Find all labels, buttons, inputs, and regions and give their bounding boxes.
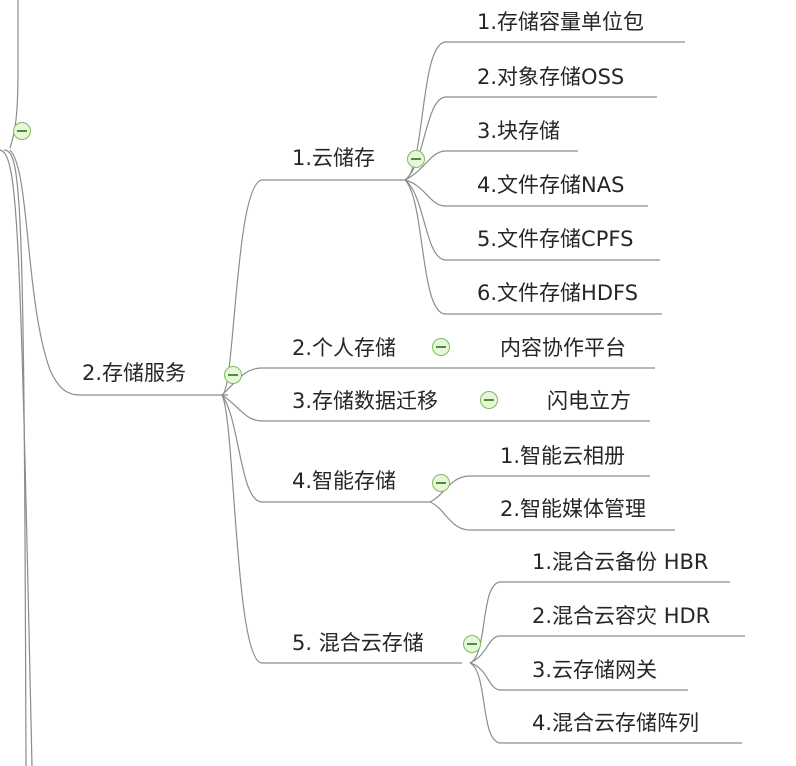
branch-3-label[interactable]: 3.存储数据迁移 [292,389,439,413]
collapse-toggle-branch-1[interactable] [407,150,425,168]
trunk-line-top [9,0,19,149]
leaf-node[interactable]: 5.文件存储CPFS [477,227,634,251]
b1-child-2 [404,96,657,181]
trunk-line-2 [0,149,33,766]
trunk-line-1 [3,149,27,766]
leaf-node[interactable]: 2.智能媒体管理 [500,497,647,521]
b1-child-1 [404,41,685,181]
collapse-toggle-root[interactable] [224,366,242,384]
b5-child-1 [469,581,730,664]
collapse-toggle-branch-2[interactable] [432,338,450,356]
b1-child-6 [404,179,662,315]
collapse-toggle-branch-5[interactable] [463,635,481,653]
collapse-toggle-parent[interactable] [13,122,31,140]
b5-child-4 [469,662,742,744]
root-to-branch-4 [221,394,430,503]
root-node-label[interactable]: 2.存储服务 [82,361,187,385]
branch-1-label[interactable]: 1.云储存 [292,146,376,170]
branch-4-label[interactable]: 4.智能存储 [292,469,397,493]
branch-5-label[interactable]: 5. 混合云存储 [292,631,424,655]
branch-2-label[interactable]: 2.个人存储 [292,336,397,360]
b4-child-1 [429,475,650,503]
root-to-branch-1 [221,179,405,396]
collapse-toggle-branch-4[interactable] [432,474,450,492]
leaf-node[interactable]: 内容协作平台 [500,336,626,360]
b1-child-3 [404,150,578,181]
b4-child-2 [429,501,675,531]
leaf-node[interactable]: 3.云存储网关 [532,658,658,682]
collapse-toggle-branch-3[interactable] [480,391,498,409]
leaf-node[interactable]: 1.智能云相册 [500,444,626,468]
b1-child-4 [404,179,648,207]
root-to-branch-5 [221,394,462,664]
leaf-node[interactable]: 1.混合云备份 HBR [532,550,709,574]
trunk-to-root [9,149,228,396]
leaf-node[interactable]: 3.块存储 [477,119,561,143]
leaf-node[interactable]: 4.混合云存储阵列 [532,711,700,735]
root-to-branch-3 [221,394,500,422]
leaf-node[interactable]: 1.存储容量单位包 [477,10,645,34]
b5-child-2 [469,635,745,664]
leaf-node[interactable]: 6.文件存储HDFS [477,281,639,305]
leaf-node[interactable]: 2.混合云容灾 HDR [532,604,711,628]
leaf-node[interactable]: 闪电立方 [547,389,631,413]
b1-child-5 [404,179,660,261]
leaf-node[interactable]: 4.文件存储NAS [477,173,625,197]
b5-child-3 [469,662,688,691]
root-to-branch-2 [221,367,460,396]
leaf-node[interactable]: 2.对象存储OSS [477,65,625,89]
